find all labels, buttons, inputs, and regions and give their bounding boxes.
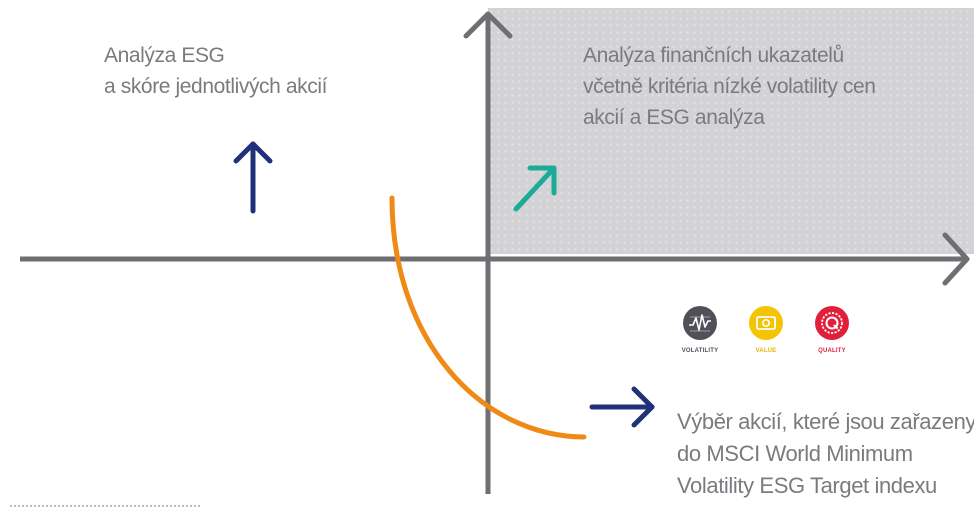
value-factor: VALUE	[744, 305, 788, 355]
volatility-factor: VOLATILITY	[678, 305, 722, 355]
quality-factor: QUALITY	[810, 305, 854, 355]
footer-divider	[10, 505, 200, 509]
stock-selection-label: Výběr akcií, které jsou zařazeny do MSCI…	[677, 406, 974, 502]
esg-analysis-label: Analýza ESG a skóre jednotlivých akcií	[104, 40, 327, 102]
stock-selection-line-2: do MSCI World Minimum	[677, 441, 913, 466]
right-arrow-icon	[589, 386, 655, 428]
horizontal-axis-arrowhead	[942, 232, 970, 286]
diagonal-up-right-arrow-icon	[513, 165, 557, 212]
stock-selection-line-3: Volatility ESG Target indexu	[677, 473, 937, 498]
quality-label: QUALITY	[818, 348, 846, 354]
financial-analysis-label: Analýza finančních ukazatelů včetně krit…	[583, 40, 876, 133]
stock-selection-line-1: Výběr akcií, které jsou zařazeny	[677, 409, 974, 434]
vertical-axis-arrowhead	[463, 11, 513, 39]
esg-analysis-line-2: a skóre jednotlivých akcií	[104, 75, 328, 98]
volatility-label: VOLATILITY	[681, 348, 719, 354]
up-arrow-icon	[233, 141, 273, 214]
financial-analysis-line-3: akcií a ESG analýza	[583, 106, 765, 129]
value-label: VALUE	[755, 348, 777, 354]
esg-analysis-line-1: Analýza ESG	[104, 44, 225, 67]
financial-analysis-line-2: včetně kritéria nízké volatility cen	[583, 75, 876, 98]
selection-curve	[389, 195, 587, 440]
value-icon	[749, 306, 783, 340]
quality-icon	[815, 306, 849, 340]
financial-analysis-line-1: Analýza finančních ukazatelů	[583, 44, 844, 67]
volatility-icon	[683, 306, 717, 340]
highlighted-quadrant	[488, 8, 974, 254]
